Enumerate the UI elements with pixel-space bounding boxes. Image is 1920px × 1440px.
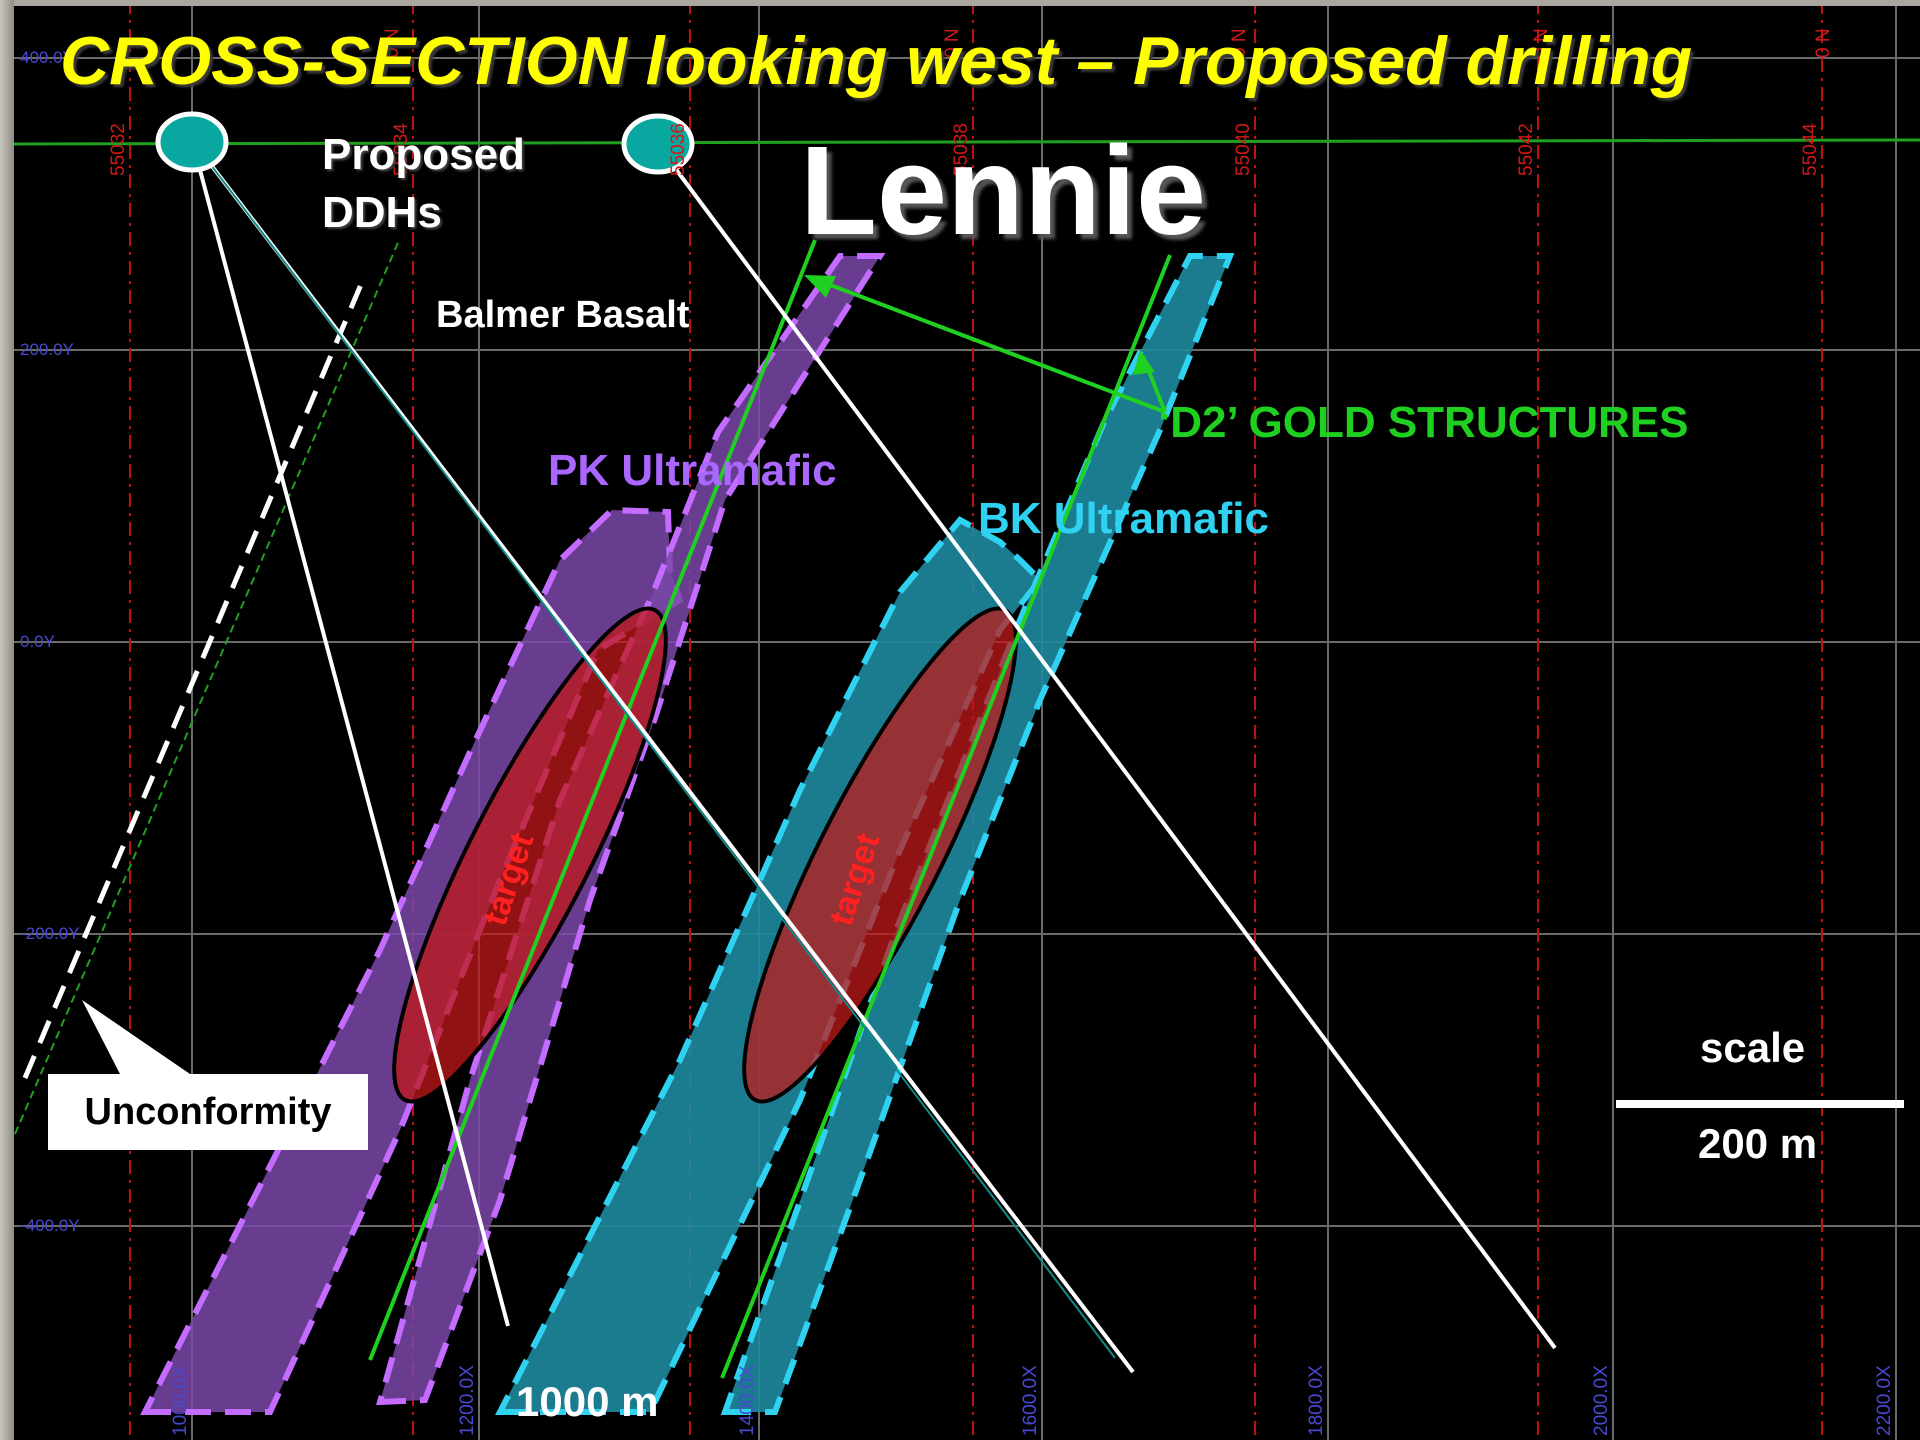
easting-tick-1800: 1800.0X — [1306, 1365, 1327, 1436]
drill-collar-1 — [155, 111, 229, 173]
northing-label-5: 55040 — [1233, 123, 1254, 176]
northing-label-7: 55044 — [1800, 123, 1821, 176]
easting-tick-1200: 1200.0X — [457, 1365, 478, 1436]
proposed-drill-holes — [190, 138, 1557, 1374]
drill-hole-3 — [658, 146, 1557, 1350]
elevation-tick-minus400: -400.0Y — [20, 1216, 80, 1235]
d2-arrow-2-head — [1133, 350, 1155, 375]
drill-collar-2 — [621, 113, 695, 175]
unconformity-callout-pointer — [82, 1000, 190, 1074]
window-left-edge — [0, 0, 14, 1440]
easting-tick-2200: 2200.0X — [1874, 1365, 1895, 1436]
northing-label-6: 55042 — [1516, 123, 1537, 176]
d2-gold-structures — [368, 239, 1172, 1379]
elevation-tick-minus200: -200.0Y — [20, 924, 80, 943]
window-top-edge — [0, 0, 1920, 6]
elevation-tick-400: 400.0Y — [20, 48, 74, 67]
scale-length-label: 200 m — [1698, 1120, 1818, 1167]
d2-structure-bk — [720, 254, 1172, 1379]
pk-ultramafic-label: PK Ultramafic — [548, 446, 837, 495]
easting-tick-2000: 2000.0X — [1591, 1365, 1612, 1436]
unconformity-callout: Unconformity — [48, 1074, 368, 1150]
easting-tick-1000: 1000.0X — [170, 1365, 191, 1436]
pk-target-ellipse — [392, 606, 668, 1104]
drill-hole-trace-cyan — [191, 139, 1116, 1359]
northing-label-3: 55036 — [668, 123, 689, 176]
balmer-basalt-label: Balmer Basalt — [436, 294, 690, 336]
grid — [14, 0, 1920, 1440]
bk-ultramafic-label: BK Ultramafic — [978, 494, 1269, 543]
elevation-tick-200: 200.0Y — [20, 340, 74, 359]
drill-hole-1 — [190, 139, 510, 1327]
easting-tick-1400: 1400.0X — [737, 1365, 758, 1436]
unconformity-trace — [14, 237, 401, 1135]
proposed-ddhs-line2: DDHs — [322, 188, 442, 237]
d2-gold-structures-label: ‘D2’ GOLD STRUCTURES — [1158, 398, 1689, 447]
d2-structure-pk — [368, 239, 817, 1361]
d2-arrow-1 — [811, 276, 1166, 414]
elevation-tick-0: 0.0Y — [20, 632, 55, 651]
deposit-name: Lennie — [800, 120, 1207, 261]
northing-label-1: 55032 — [108, 123, 129, 176]
slide-title: CROSS-SECTION looking west – Proposed dr… — [60, 23, 1693, 99]
hole-depth-label: 1000 m — [516, 1378, 659, 1425]
drill-collars — [155, 111, 695, 175]
proposed-ddhs-label: Proposed DDHs — [322, 126, 525, 242]
d2-arrow-1-head — [804, 275, 836, 298]
surface-line — [13, 138, 1920, 146]
easting-tick-1600: 1600.0X — [1020, 1365, 1041, 1436]
unconformity-line — [22, 274, 368, 1079]
scale-label: scale — [1700, 1024, 1806, 1071]
proposed-ddhs-line1: Proposed — [322, 130, 525, 179]
